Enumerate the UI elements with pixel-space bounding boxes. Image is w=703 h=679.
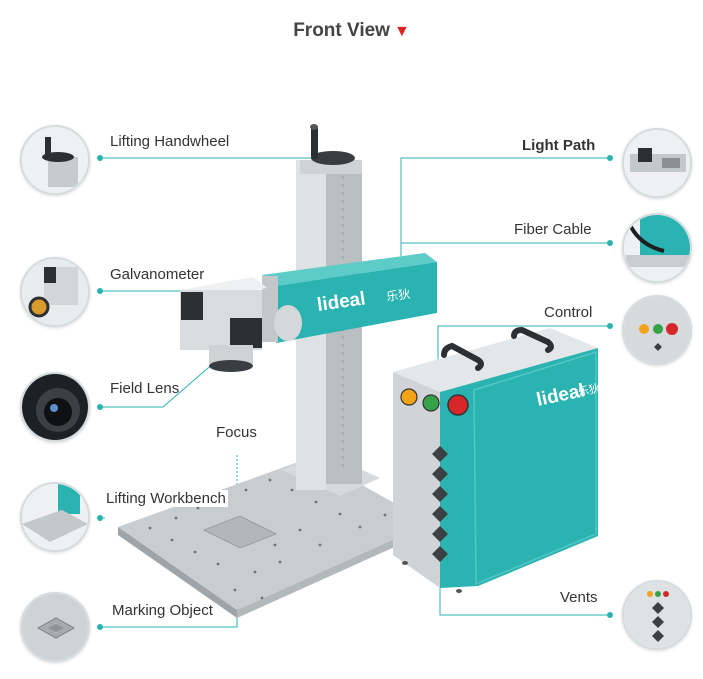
label-field-lens: Field Lens (110, 380, 180, 397)
label-focus: Focus (216, 424, 257, 441)
label-vents: Vents (560, 589, 598, 606)
cabinet-handle-right (511, 326, 554, 353)
label-marking-object: Marking Object (112, 602, 213, 619)
leader-line-field-lens (100, 361, 216, 408)
marking-object-icon (22, 594, 88, 660)
control-cabinet (393, 372, 440, 588)
handwheel (311, 151, 355, 165)
cabinet-brand-chinese: 乐狄 (577, 382, 601, 399)
thumb-light-path (622, 128, 692, 198)
thumb-galvanometer (20, 257, 90, 327)
leader-line-light-path (400, 157, 610, 256)
page-title: Front View▼ (0, 20, 703, 42)
thumb-control (622, 295, 692, 365)
workbench-icon (22, 484, 88, 550)
thumb-marking-object (20, 592, 90, 662)
thumb-field-lens (20, 372, 90, 442)
control-panel-icon (624, 297, 690, 363)
down-triangle-icon: ▼ (393, 23, 410, 40)
cabinet-vents (432, 446, 448, 562)
galvanometer-icon (22, 259, 88, 325)
leader-line-control (437, 325, 610, 375)
base-holes (148, 478, 387, 600)
label-lifting-handwheel: Lifting Handwheel (110, 133, 230, 150)
thumb-lifting-workbench (20, 482, 90, 552)
field-lens-icon (22, 374, 88, 440)
light-path-icon (624, 130, 690, 196)
label-lifting-workbench: Lifting Workbench (104, 490, 228, 507)
laser-head-arm (276, 262, 437, 343)
label-control: Control (544, 304, 593, 321)
arm-brand-chinese: 乐狄 (385, 287, 411, 304)
marking-object-plate (203, 515, 277, 549)
thumb-vents (622, 580, 692, 650)
fiber-cable-icon (624, 215, 690, 281)
emergency-stop-button (447, 394, 469, 416)
label-galvanometer: Galvanometer (110, 266, 205, 283)
thumb-fiber-cable (622, 213, 692, 283)
cabinet-handle-left (441, 342, 484, 371)
control-button-green (422, 394, 440, 412)
field-lens (209, 360, 253, 372)
label-fiber-cable: Fiber Cable (514, 221, 592, 238)
title-text: Front View (293, 20, 390, 41)
thumb-lifting-handwheel (20, 125, 90, 195)
handwheel-icon (22, 127, 88, 193)
label-light-path: Light Path (522, 137, 596, 154)
vents-icon (624, 582, 690, 648)
leader-dots (97, 155, 613, 630)
control-button-orange (400, 388, 418, 406)
